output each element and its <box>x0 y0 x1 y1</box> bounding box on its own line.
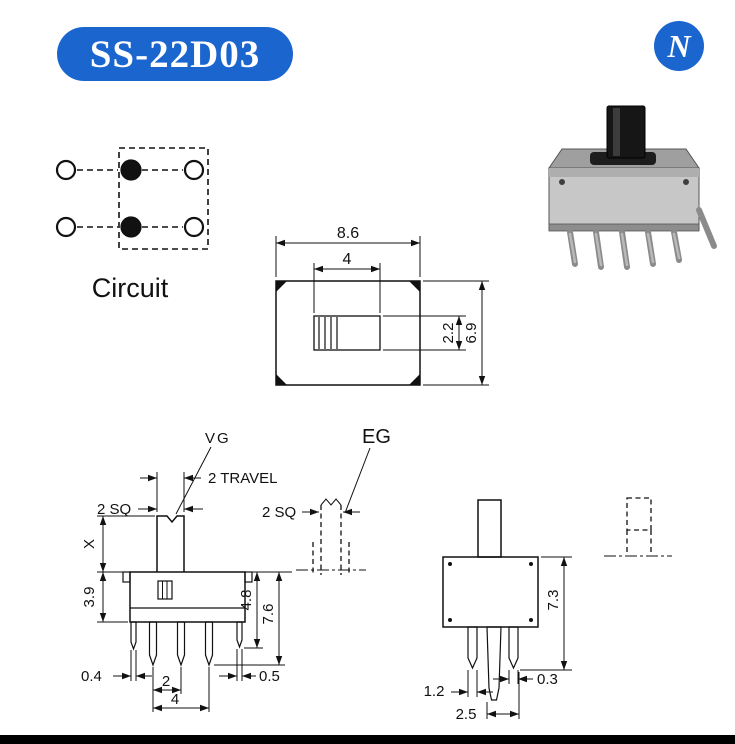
top-view-corner-marks <box>276 281 420 385</box>
side-bracket-pin-left <box>130 621 137 651</box>
side-terminal-pin <box>176 621 186 667</box>
front-pin-right <box>508 626 519 670</box>
switch-knob <box>606 105 646 159</box>
dim-bracket-depth: 4.8 <box>238 590 255 611</box>
side-body-ear-left <box>122 571 131 583</box>
switch-rivet <box>559 179 565 185</box>
dim-bracket-thickness: 0.4 <box>81 668 102 685</box>
eg-leader-line <box>344 447 371 514</box>
label-sq-eg: 2 SQ <box>262 504 296 521</box>
top-view-drawing <box>275 236 489 386</box>
front-view-drawing <box>442 499 539 701</box>
top-view-body-outline <box>275 280 421 386</box>
vg-leader-line <box>175 446 212 515</box>
terminal-open-circle <box>183 216 205 238</box>
dim-pin-thickness: 0.3 <box>537 671 558 688</box>
side-view-drawing <box>122 515 253 667</box>
side-stem-outline <box>156 515 185 572</box>
terminal-open-circle <box>183 159 205 181</box>
model-badge: SS-22D03 <box>57 27 293 81</box>
switch-rivet <box>683 179 689 185</box>
dim-anchor-width: 2.5 <box>456 706 477 723</box>
front-corner-rivet <box>529 618 533 622</box>
terminal-common-filled <box>120 159 142 181</box>
front-anchor-pin <box>486 626 502 701</box>
terminal-open-circle <box>55 216 77 238</box>
front-body-outline <box>442 556 539 628</box>
circuit-caption: Circuit <box>92 273 169 303</box>
dim-stem-height-x: X <box>81 539 98 549</box>
eg-break-zigzag <box>320 498 342 506</box>
dim-body-height: 3.9 <box>81 587 98 608</box>
side-body-outline <box>129 571 246 623</box>
switch-pins-highlight <box>568 232 681 267</box>
top-view-knob-hatch <box>318 317 338 349</box>
dim-total-height: 6.9 <box>463 323 480 344</box>
end-phantom-profile <box>604 497 672 557</box>
front-view-dimension-lines <box>451 556 572 719</box>
dim-pin-pitch: 2 <box>162 673 170 690</box>
switch-knob-highlight <box>613 108 620 156</box>
front-corner-rivet <box>448 562 452 566</box>
top-view-dimension-lines <box>275 236 489 386</box>
terminal-open-circle <box>55 159 77 181</box>
label-vg: VG <box>205 430 231 447</box>
dim-knob-width: 4 <box>343 251 352 268</box>
dim-slot-height: 2.2 <box>440 323 457 344</box>
switch-front-shade <box>549 168 699 177</box>
front-stem-outline <box>477 499 502 558</box>
brand-logo-letter: N <box>667 27 691 64</box>
switch-3d-image <box>548 105 717 270</box>
side-view-dimension-lines <box>97 446 292 712</box>
dim-overall-height: 7.3 <box>545 590 562 611</box>
front-pin-left <box>467 626 478 670</box>
model-badge-text: SS-22D03 <box>89 32 261 76</box>
dim-pin-width: 1.2 <box>424 683 445 700</box>
dim-total-width: 8.6 <box>337 225 359 242</box>
side-terminal-pin <box>204 621 214 667</box>
brand-logo: N <box>654 21 704 71</box>
side-bracket-pin-right <box>236 621 243 649</box>
label-travel: 2 TRAVEL <box>208 470 277 487</box>
top-view-slider-slot <box>313 315 381 351</box>
switch-front-face <box>548 167 700 231</box>
dim-pin-span: 4 <box>171 691 179 708</box>
side-contact-window <box>157 580 173 600</box>
circuit-housing-dashed-box <box>118 147 209 250</box>
side-terminal-pin <box>148 621 158 667</box>
eg-phantom-view <box>296 447 371 575</box>
side-contact-hatch <box>162 581 168 599</box>
label-sq-side: 2 SQ <box>97 501 131 518</box>
footer-bar <box>0 735 735 744</box>
circuit-diagram <box>55 147 209 250</box>
front-corner-rivet <box>448 618 452 622</box>
dim-overall-depth: 7.6 <box>260 604 277 625</box>
terminal-common-filled <box>120 216 142 238</box>
side-body-ear-right <box>244 571 253 583</box>
dim-tab-thickness: 0.5 <box>259 668 280 685</box>
label-eg: EG <box>362 426 391 448</box>
front-corner-rivet <box>529 562 533 566</box>
